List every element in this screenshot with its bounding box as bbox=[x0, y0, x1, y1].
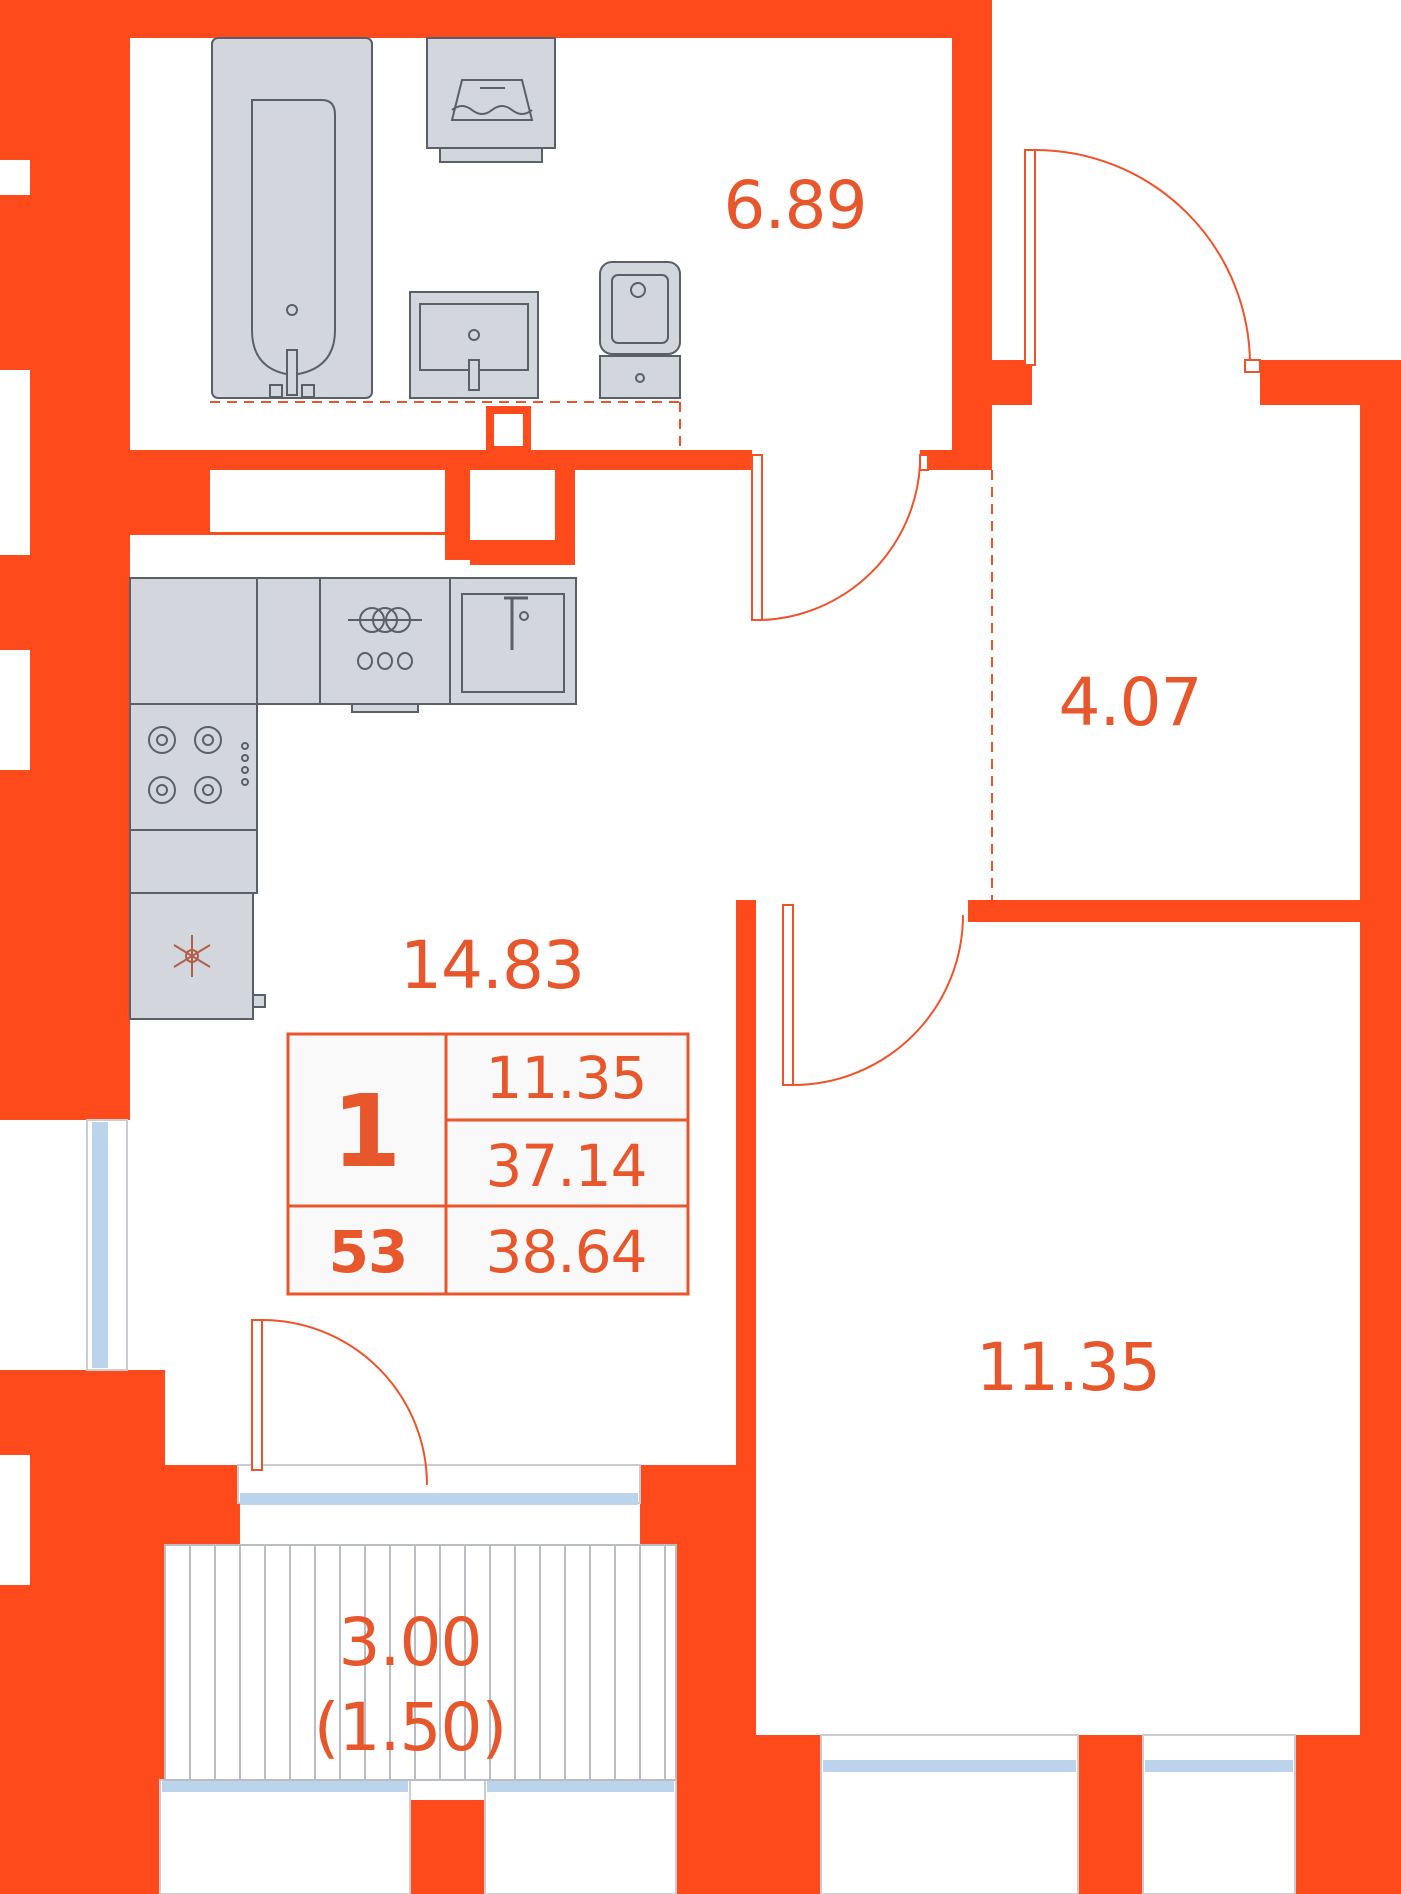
wall-balcony-right bbox=[640, 1465, 756, 1545]
shaft-inner bbox=[470, 470, 555, 540]
door-entrance-swing bbox=[1034, 149, 1251, 366]
windows bbox=[86, 1119, 1296, 1894]
wall-bathroom-bottom bbox=[130, 450, 752, 470]
labels: 6.89 4.07 14.83 11.35 3.00 (1.50) 1 11.3… bbox=[314, 167, 1203, 1766]
snowflake-icon bbox=[173, 935, 211, 977]
living-area: 11.35 bbox=[485, 1044, 646, 1112]
wall-bedroom-bottom-right bbox=[1295, 1735, 1401, 1894]
balcony-area-reduced: (1.50) bbox=[314, 1689, 506, 1766]
wall-hall-top-left bbox=[992, 360, 1032, 405]
wall-bathroom-bottom-right bbox=[920, 450, 992, 470]
wall-hall-bottom bbox=[968, 900, 1360, 922]
door-bedroom-swing bbox=[792, 914, 964, 1086]
total-area-no-balcony: 37.14 bbox=[485, 1132, 646, 1200]
doors bbox=[251, 149, 1261, 1486]
wall-top bbox=[0, 0, 992, 38]
bathroom-area: 6.89 bbox=[724, 167, 867, 244]
door-bathroom-leaf bbox=[751, 454, 763, 621]
hall-area: 4.07 bbox=[1059, 664, 1202, 741]
wall-right-exterior bbox=[1360, 360, 1401, 1894]
sink-icon bbox=[409, 291, 539, 399]
kitchen-counter bbox=[129, 577, 321, 705]
rooms-count: 1 bbox=[332, 1073, 401, 1190]
bedroom-area: 11.35 bbox=[976, 1329, 1160, 1406]
window-balcony-2 bbox=[487, 1780, 674, 1792]
window-bedroom-2 bbox=[1145, 1760, 1293, 1772]
summary-box bbox=[286, 1032, 690, 1296]
apartment-number: 53 bbox=[329, 1218, 408, 1286]
washing-machine-icon bbox=[426, 37, 556, 163]
wall-shaft-right bbox=[555, 470, 575, 565]
wall-bedroom-bottom-mid bbox=[1078, 1735, 1143, 1894]
balcony-floor bbox=[164, 1544, 677, 1781]
wall-balcony-bottom-mid bbox=[410, 1800, 485, 1894]
left-niche bbox=[130, 38, 192, 233]
wall-balcony-left bbox=[130, 1465, 240, 1545]
stove-icon bbox=[129, 703, 258, 831]
toilet-icon bbox=[599, 261, 681, 399]
wall-balcony-left-side bbox=[130, 1540, 160, 1894]
bathroom-shaft bbox=[486, 406, 531, 454]
door-balcony-leaf bbox=[251, 1319, 263, 1471]
balcony-area: 3.00 bbox=[339, 1604, 482, 1681]
wall-balcony-right-side bbox=[676, 1540, 756, 1894]
wall-bedroom-bottom-left bbox=[756, 1735, 821, 1894]
door-bedroom-leaf bbox=[782, 904, 794, 1086]
fridge-icon bbox=[129, 829, 266, 1020]
window-balcony-1 bbox=[162, 1780, 408, 1792]
total-area: 38.64 bbox=[485, 1218, 646, 1286]
wall-shaft-bottom bbox=[470, 540, 555, 565]
window-balcony-door bbox=[240, 1493, 638, 1505]
dishwasher-icon bbox=[319, 577, 451, 713]
door-bathroom-swing bbox=[761, 464, 921, 621]
door-balcony-swing bbox=[261, 1319, 428, 1486]
kitchen-living-area: 14.83 bbox=[400, 927, 584, 1004]
corridor-niche bbox=[210, 470, 445, 532]
door-entrance-leaf bbox=[1024, 149, 1036, 366]
kitchen-sink-icon bbox=[449, 577, 577, 705]
wall-shaft-left bbox=[445, 470, 470, 560]
window-kitchen bbox=[92, 1122, 108, 1368]
window-bedroom-1 bbox=[823, 1760, 1076, 1772]
wall-bathroom-right bbox=[952, 0, 992, 470]
bathtub-icon bbox=[211, 37, 373, 399]
